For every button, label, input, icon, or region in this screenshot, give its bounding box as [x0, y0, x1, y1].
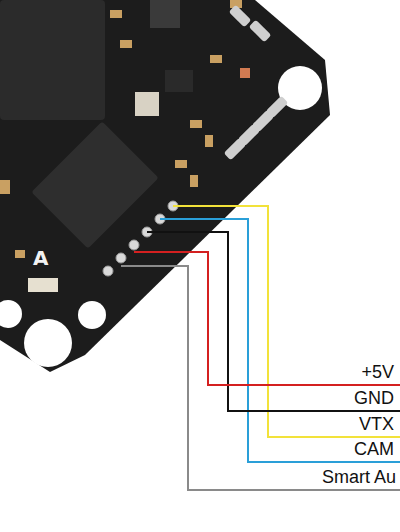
power-wire [134, 252, 400, 385]
signal-label: Smart Au [322, 467, 396, 487]
wire-pads [103, 201, 178, 276]
silkscreen-mark: A [33, 247, 48, 269]
signal-label: GND [354, 388, 394, 408]
capacitors [0, 0, 250, 292]
mount-hole [24, 319, 72, 367]
signal-label: VTX [359, 414, 394, 434]
sensor-chip [135, 92, 159, 116]
pcb-board [0, 0, 330, 372]
signal-label: CAM [354, 439, 394, 459]
signal-label: +5V [361, 362, 394, 382]
ic-chip [165, 70, 193, 92]
gyro-chip [31, 121, 158, 248]
mount-hole [78, 301, 106, 329]
smart-audio-wire [121, 266, 400, 490]
cam-wire [160, 219, 400, 462]
regulator [150, 0, 180, 28]
wires [121, 206, 400, 490]
mount-hole [0, 300, 22, 328]
solder-pads [224, 5, 289, 161]
mcu-chip [0, 0, 105, 120]
